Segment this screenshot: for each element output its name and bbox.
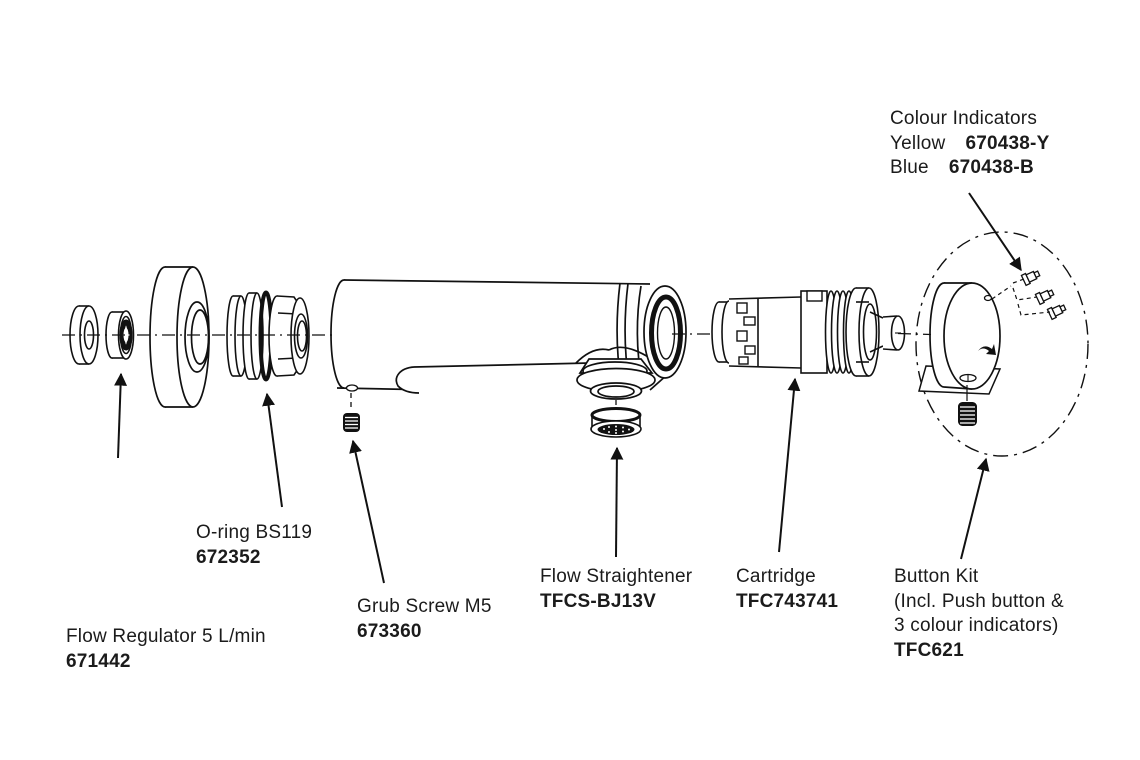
arrow-colour-indicators <box>968 192 1022 272</box>
part-code: 670438-Y <box>965 132 1050 154</box>
label-colour-indicators: Colour Indicators Yellow 670438-Y Blue 670… <box>890 107 1049 181</box>
tap-body-part <box>330 279 687 400</box>
button-grub-screw <box>958 402 977 426</box>
arrow-button-kit <box>960 457 990 560</box>
part-name: O-ring BS119 <box>196 522 313 543</box>
flange-disc-part <box>149 266 210 408</box>
centerline <box>62 332 932 336</box>
arrow-flow-straightener <box>610 446 624 558</box>
label-grub-screw: Grub Screw M5 673360 <box>357 595 492 644</box>
button-kit-group <box>915 231 1089 457</box>
label-cartridge: Cartridge TFC743741 <box>736 565 838 614</box>
arrow-flow-regulator <box>114 372 128 459</box>
push-symbol-glyph <box>978 344 996 355</box>
part-name: Flow Straightener <box>540 566 693 587</box>
arrow-grub-screw <box>349 439 385 584</box>
grub-screw-part <box>343 393 360 432</box>
indicator-hole <box>983 294 993 302</box>
arrow-cartridge <box>778 377 801 553</box>
part-name: Button Kit <box>894 566 979 587</box>
part-name: Flow Regulator 5 L/min <box>66 626 266 647</box>
o-ring-fitting-part <box>226 290 310 382</box>
colour-indicator-plugs <box>1020 270 1067 321</box>
arrow-o-ring <box>262 392 283 508</box>
indicator-row-yellow: Yellow 670438-Y <box>890 132 1049 157</box>
cartridge-part <box>711 287 906 377</box>
part-code: TFCS-BJ13V <box>540 590 657 612</box>
part-code: 673360 <box>357 620 422 642</box>
part-detail: (Incl. Push button & <box>894 590 1064 612</box>
part-detail: 3 colour indicators) <box>894 615 1059 636</box>
label-flow-straightener: Flow Straightener TFCS-BJ13V <box>540 565 692 614</box>
flow-straightener-part <box>590 400 642 438</box>
part-code: TFC743741 <box>736 590 839 612</box>
part-name: Cartridge <box>736 566 816 587</box>
part-name: Colour Indicators <box>890 108 1038 129</box>
label-button-kit: Button Kit (Incl. Push button & 3 colour… <box>894 565 1064 663</box>
button-kit-dashed-boundary <box>915 231 1089 457</box>
part-code: 671442 <box>66 650 131 672</box>
part-code: 670438-B <box>948 157 1034 178</box>
label-flow-regulator: Flow Regulator 5 L/min 671442 <box>66 625 266 674</box>
part-name: Grub Screw M5 <box>357 596 492 617</box>
indicator-row-blue: Blue 670438-B <box>890 156 1049 181</box>
part-name: Yellow <box>890 132 946 154</box>
label-o-ring: O-ring BS119 672352 <box>196 521 312 570</box>
part-code: TFC621 <box>894 639 964 661</box>
part-name: Blue <box>890 157 929 178</box>
part-code: 672352 <box>196 546 261 568</box>
